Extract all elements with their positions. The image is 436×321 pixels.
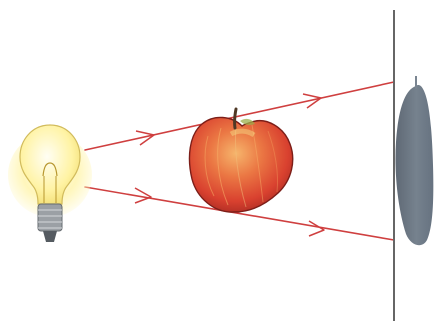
bulb-base bbox=[38, 204, 62, 231]
apple-stem bbox=[235, 109, 236, 128]
lower-ray-arrow-2 bbox=[309, 221, 324, 236]
shadow-shape bbox=[395, 85, 433, 245]
apple-leaf-hint bbox=[240, 119, 255, 125]
light-bulb-icon bbox=[8, 125, 92, 242]
apple-icon bbox=[189, 109, 292, 212]
